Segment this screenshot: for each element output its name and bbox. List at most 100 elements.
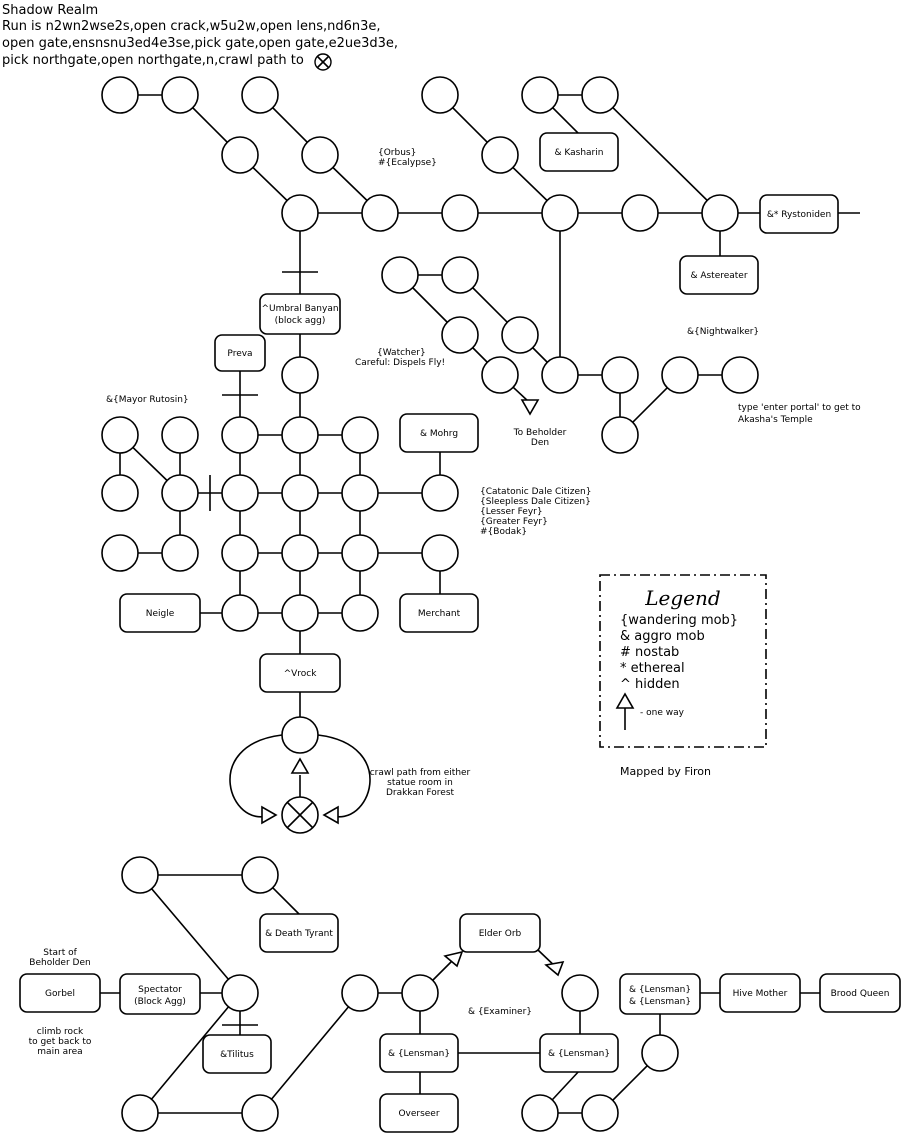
- box-neigle: Neigle: [119, 593, 201, 633]
- room-nodes: [101, 76, 759, 1132]
- room-node: [281, 474, 319, 512]
- room-node: [221, 594, 259, 632]
- label-watcher: {Watcher} Careful: Dispels Fly!: [355, 348, 445, 368]
- legend-item: * ethereal: [620, 661, 685, 676]
- room-node: [301, 136, 339, 174]
- svg-text:& Death Tyrant: & Death Tyrant: [265, 929, 333, 939]
- room-node: [541, 356, 579, 394]
- label-crawl: crawl path from either statue room in Dr…: [370, 768, 471, 798]
- one-way-arrows: [261, 399, 565, 977]
- svg-text:Elder Orb: Elder Orb: [479, 929, 522, 939]
- label-beholder-den: To Beholder Den: [513, 428, 567, 448]
- room-node: [161, 474, 199, 512]
- room-node: [221, 534, 259, 572]
- room-node: [281, 594, 319, 632]
- svg-text:(Block Agg): (Block Agg): [134, 997, 186, 1007]
- svg-text:Den: Den: [531, 438, 549, 448]
- room-node: [241, 1094, 279, 1132]
- box-umbral-banyan: ^Umbral Banyan (block agg): [259, 293, 341, 335]
- room-node: [581, 1094, 619, 1132]
- box-spectator: Spectator (Block Agg): [119, 973, 201, 1015]
- room-node: [161, 534, 199, 572]
- room-node: [281, 534, 319, 572]
- start-node-icon: [281, 796, 319, 834]
- room-node: [341, 974, 379, 1012]
- room-node: [701, 194, 739, 232]
- room-node: [601, 416, 639, 454]
- room-node: [341, 594, 379, 632]
- room-node: [281, 356, 319, 394]
- label-examiner: & {Examiner}: [468, 1007, 532, 1017]
- svg-text:^Vrock: ^Vrock: [284, 669, 318, 679]
- box-hive-mother: Hive Mother: [719, 973, 801, 1013]
- room-node: [281, 194, 319, 232]
- room-node: [341, 534, 379, 572]
- room-node: [721, 356, 759, 394]
- route-line-1: Run is n2wn2wse2s,open crack,w5u2w,open …: [2, 19, 381, 34]
- box-death-tyrant: & Death Tyrant: [259, 913, 339, 953]
- svg-text:Preva: Preva: [227, 349, 252, 359]
- room-node: [241, 856, 279, 894]
- box-vrock: ^Vrock: [259, 653, 341, 693]
- room-node: [521, 76, 559, 114]
- room-node: [101, 416, 139, 454]
- room-node: [101, 534, 139, 572]
- label-climb: climb rock to get back to main area: [29, 1027, 92, 1057]
- svg-text:& {Lensman}: & {Lensman}: [629, 997, 691, 1007]
- svg-text:Overseer: Overseer: [398, 1109, 439, 1119]
- svg-text:#{Bodak}: #{Bodak}: [480, 527, 527, 537]
- room-node: [221, 474, 259, 512]
- room-node: [561, 974, 599, 1012]
- room-node: [521, 1094, 559, 1132]
- room-node: [421, 474, 459, 512]
- room-node: [441, 316, 479, 354]
- svg-text:Merchant: Merchant: [418, 609, 461, 619]
- room-node: [381, 256, 419, 294]
- room-node: [641, 1034, 679, 1072]
- legend-item: & aggro mob: [620, 629, 705, 644]
- room-node: [341, 416, 379, 454]
- box-lensman-left: & {Lensman}: [379, 1033, 459, 1073]
- room-node: [401, 974, 439, 1012]
- room-node: [421, 534, 459, 572]
- room-node: [501, 316, 539, 354]
- room-node: [101, 76, 139, 114]
- room-node: [441, 194, 479, 232]
- svg-text:&Tilitus: &Tilitus: [220, 1050, 254, 1060]
- svg-text:Brood Queen: Brood Queen: [831, 989, 890, 999]
- svg-text:{Catatonic Dale Citizen}: {Catatonic Dale Citizen}: [480, 487, 591, 497]
- room-node: [241, 76, 279, 114]
- svg-text:Akasha's Temple: Akasha's Temple: [738, 415, 813, 425]
- box-merchant: Merchant: [399, 593, 479, 633]
- room-node: [341, 474, 379, 512]
- box-kasharin: & Kasharin: [539, 132, 619, 172]
- svg-text:Neigle: Neigle: [146, 609, 175, 619]
- svg-text:&* Rystoniden: &* Rystoniden: [767, 210, 831, 220]
- svg-text:To Beholder: To Beholder: [513, 428, 567, 438]
- box-brood-queen: Brood Queen: [819, 973, 901, 1013]
- room-node: [121, 1094, 159, 1132]
- svg-text:type 'enter portal' to get to: type 'enter portal' to get to: [738, 403, 861, 413]
- room-node: [221, 136, 259, 174]
- svg-text:to get back to: to get back to: [29, 1037, 92, 1047]
- box-mohrg: & Mohrg: [399, 413, 479, 453]
- svg-text:(block agg): (block agg): [275, 316, 326, 326]
- room-node: [221, 416, 259, 454]
- svg-text:{Greater Feyr}: {Greater Feyr}: [480, 517, 548, 527]
- room-node: [221, 974, 259, 1012]
- svg-text:{Lesser Feyr}: {Lesser Feyr}: [480, 507, 543, 517]
- label-start: Start of Beholder Den: [29, 948, 90, 968]
- room-node: [441, 256, 479, 294]
- legend-oneway: - one way: [640, 708, 685, 718]
- svg-text:& Mohrg: & Mohrg: [420, 429, 458, 439]
- box-preva: Preva: [214, 334, 266, 372]
- room-node: [101, 474, 139, 512]
- room-node: [581, 76, 619, 114]
- svg-text:{Orbus}: {Orbus}: [378, 148, 416, 158]
- svg-text:& {Lensman}: & {Lensman}: [629, 985, 691, 995]
- box-astereater: & Astereater: [679, 255, 759, 295]
- label-mayor: &{Mayor Rutosin}: [106, 395, 189, 405]
- svg-text:Drakkan Forest: Drakkan Forest: [386, 788, 455, 798]
- svg-text:Gorbel: Gorbel: [45, 989, 75, 999]
- map-title: Shadow Realm: [2, 3, 98, 18]
